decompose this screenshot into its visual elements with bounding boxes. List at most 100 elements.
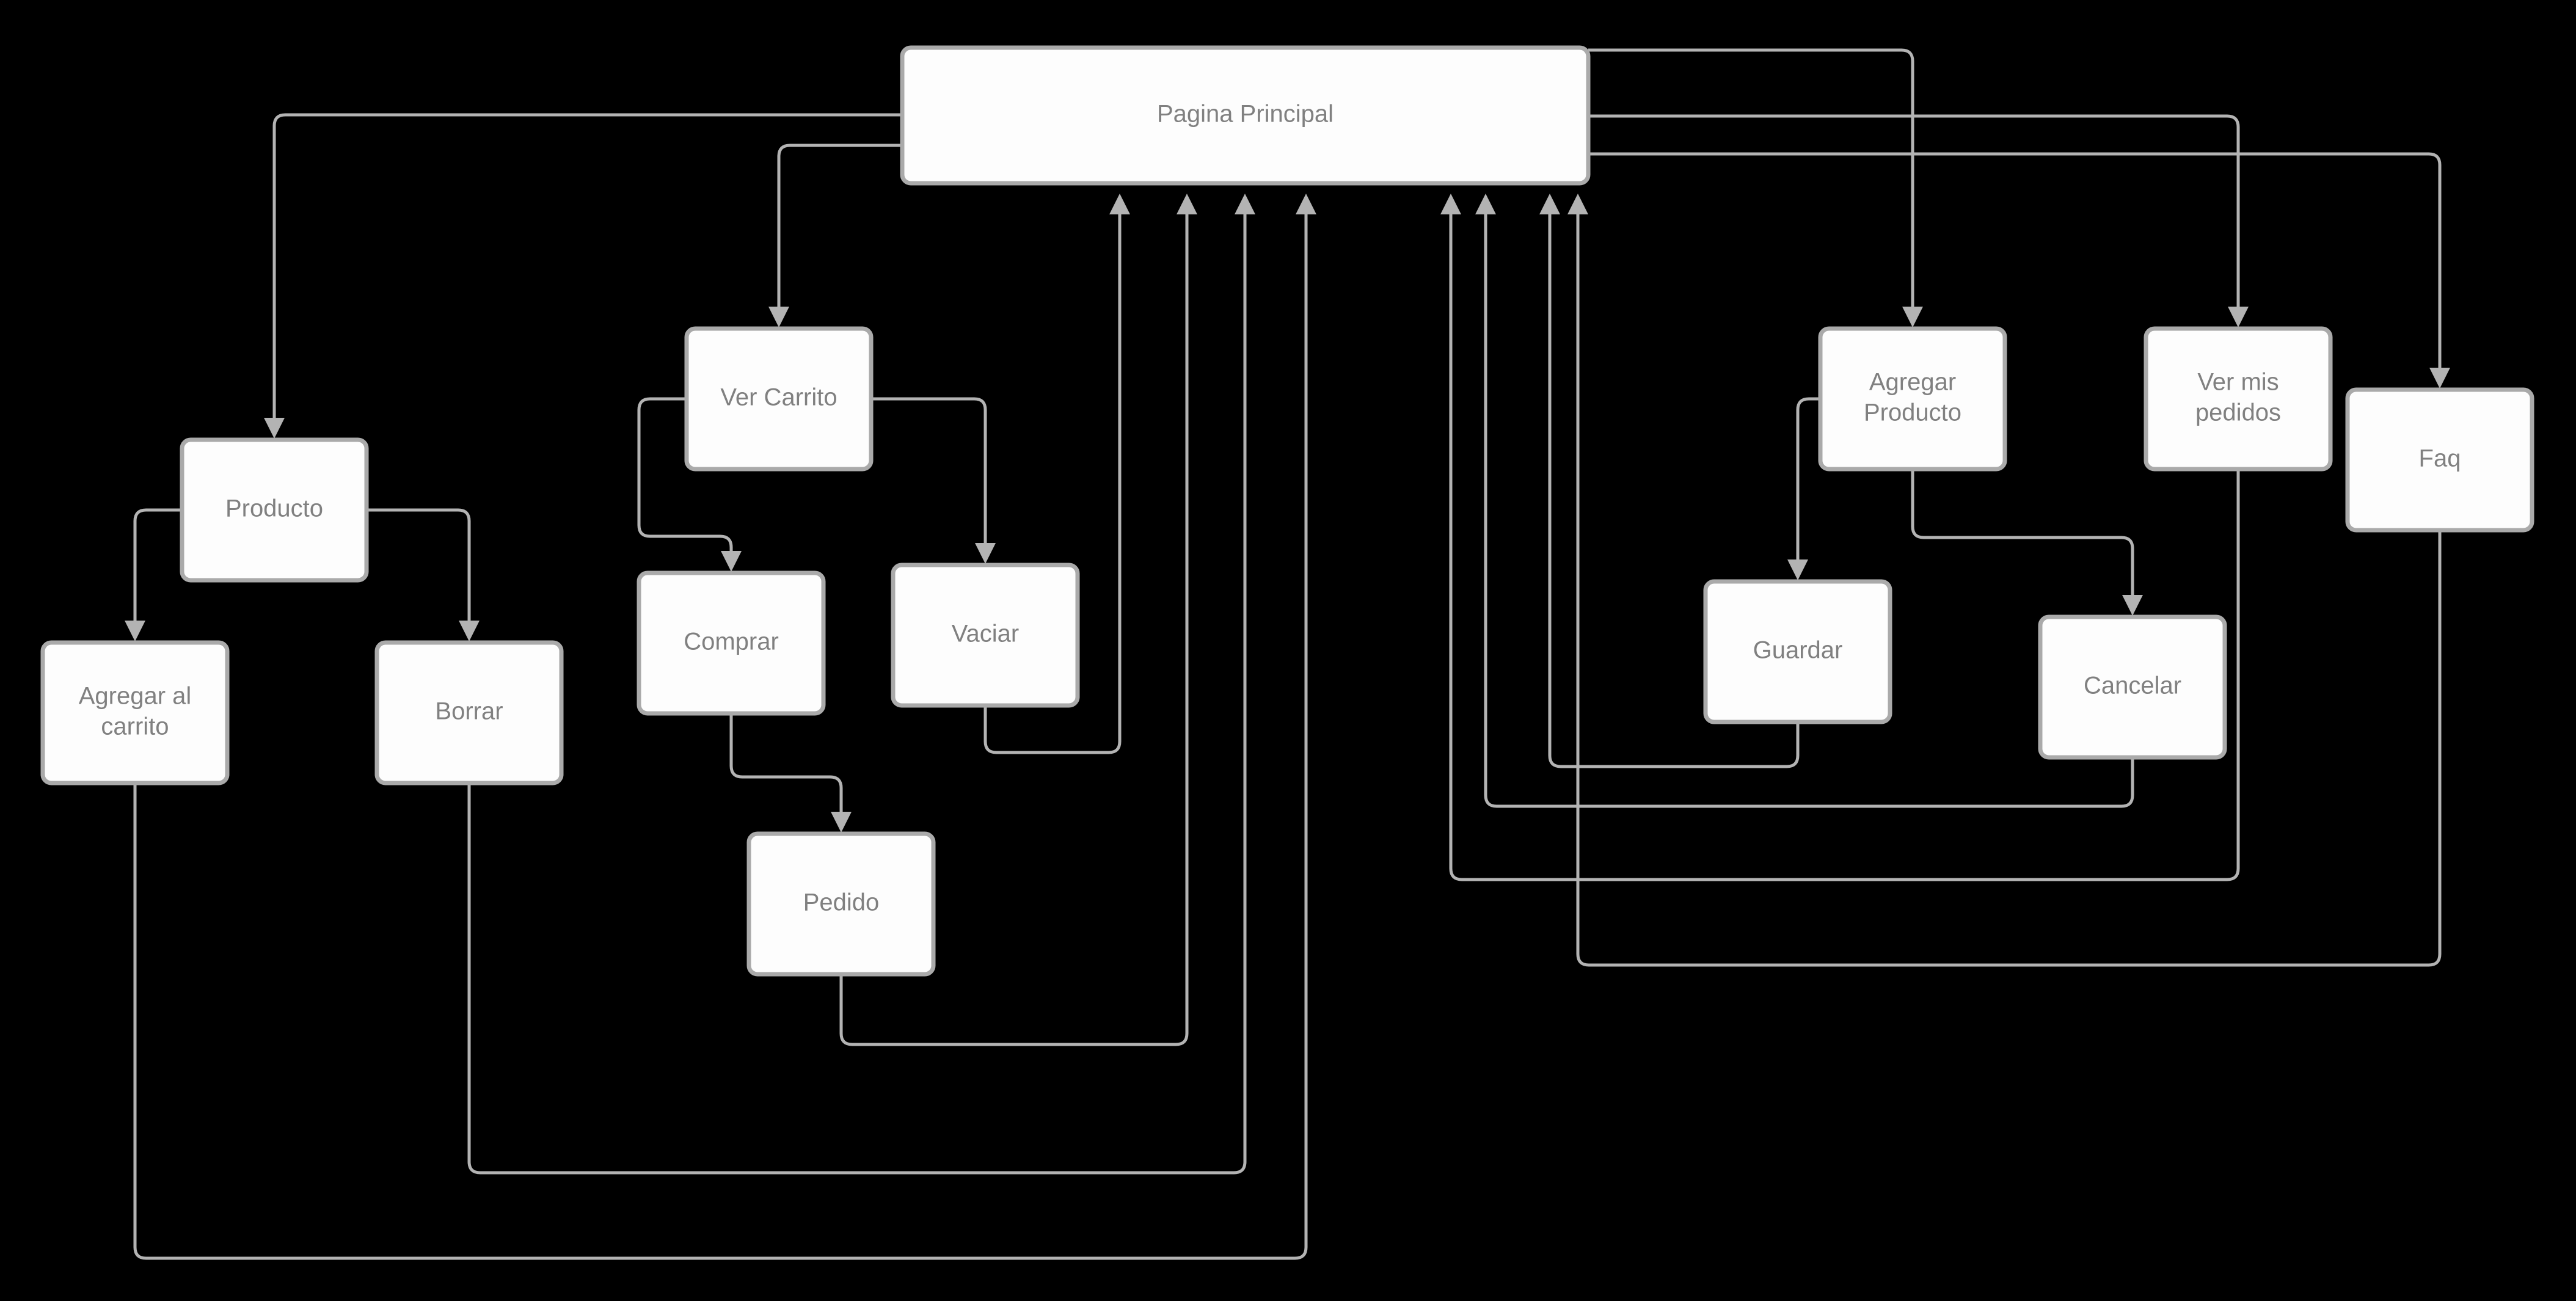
node-vaciar[interactable]: Vaciar [891,563,1080,708]
node-label: Ver Carrito [720,384,837,411]
edge-line [983,205,1122,754]
node-pagina-principal[interactable]: Pagina Principal [900,45,1591,186]
node-box[interactable] [746,831,936,977]
edge-e-pp-vercarrito [768,144,902,327]
node-label: carrito [101,713,169,740]
edge-e-pp-agregarproducto [1588,48,1923,327]
arrow-head-icon [1235,194,1255,214]
edge-line [1588,48,1914,316]
edge-line [1548,205,1800,768]
arrow-head-icon [975,543,996,564]
arrow-head-icon [1567,194,1588,214]
node-box[interactable] [900,45,1591,186]
edge-e-producto-borrar [367,508,480,641]
node-faq[interactable]: Faq [2345,387,2534,533]
node-box[interactable] [684,326,874,472]
edge-e-faq-pp [1567,194,2442,967]
edge-line [1588,152,2442,377]
arrow-head-icon [1539,194,1560,214]
node-label: Pagina Principal [1157,101,1334,128]
arrow-head-icon [1787,559,1808,580]
node-box[interactable] [374,640,564,785]
edge-line [1796,397,1820,569]
node-comprar[interactable]: Comprar [637,570,826,716]
arrow-head-icon [1296,194,1316,214]
node-box[interactable] [2144,326,2333,472]
edge-line [467,205,1247,1175]
node-label: Guardar [1753,637,1843,664]
arrow-head-icon [831,812,852,833]
arrow-head-icon [1109,194,1130,214]
arrow-head-icon [264,418,285,439]
edge-e-agregarproducto-guardar [1787,397,1820,580]
arrow-head-icon [1440,194,1461,214]
node-ver-mis-pedidos[interactable]: Ver mis pedidos [2144,326,2333,472]
node-label: Comprar [684,629,779,655]
node-box[interactable] [1818,326,2007,472]
node-label: Faq [2419,445,2461,472]
edge-line [637,397,733,561]
node-label: Vaciar [952,621,1019,647]
node-agregar-carrito[interactable]: Agregar al carrito [40,640,230,785]
edge-e-vercarrito-comprar [637,397,742,572]
arrow-head-icon [2122,595,2143,616]
edges-layer [125,48,2450,1260]
node-label: pedidos [2195,399,2281,426]
edge-e-guardar-pp [1539,194,1800,768]
edge-e-agregarproducto-cancelar [1911,469,2143,616]
edge-e-borrar-pp [467,194,1255,1175]
edge-line [367,508,471,630]
node-box[interactable] [2038,614,2227,760]
arrow-head-icon [1902,307,1923,327]
edge-e-comprar-pedido [729,713,852,833]
arrow-head-icon [768,307,789,327]
node-producto[interactable]: Producto [180,437,369,583]
edge-line [133,508,182,630]
node-label: Pedido [803,889,880,916]
edge-e-pp-vermispedidos [1588,114,2249,327]
edge-e-producto-agregarcarrito [125,508,182,641]
edge-line [871,397,987,553]
edge-e-vaciar-pp [983,194,1130,754]
edge-line [1484,205,2134,808]
edge-e-pedido-pp [839,194,1197,1046]
edge-line [133,205,1308,1260]
node-label: Producto [1864,399,1961,426]
arrow-head-icon [125,621,145,641]
node-label: Borrar [435,698,503,725]
node-label: Agregar al [79,683,192,710]
edge-e-vermispedidos-pp [1440,194,2240,881]
arrow-head-icon [2228,307,2249,327]
edge-line [1588,114,2240,316]
node-box[interactable] [180,437,369,583]
edge-line [272,113,902,428]
edge-line [729,713,843,822]
node-borrar[interactable]: Borrar [374,640,564,785]
edge-e-vercarrito-vaciar [871,397,996,564]
arrow-head-icon [1475,194,1496,214]
node-box[interactable] [1703,579,1892,724]
node-box[interactable] [637,570,826,716]
node-label: Agregar [1869,369,1956,396]
node-label: Ver mis [2197,369,2279,396]
node-label: Producto [225,495,323,522]
edge-line [1449,205,2240,881]
edge-line [1576,205,2442,967]
edge-line [839,205,1189,1046]
node-cancelar[interactable]: Cancelar [2038,614,2227,760]
edge-e-agregarcarrito-pp [133,194,1316,1260]
node-label: Cancelar [2084,672,2181,699]
edge-line [1911,469,2134,605]
arrow-head-icon [721,551,742,572]
node-ver-carrito[interactable]: Ver Carrito [684,326,874,472]
node-box[interactable] [891,563,1080,708]
node-box[interactable] [2345,387,2534,533]
arrow-head-icon [2429,368,2450,388]
node-pedido[interactable]: Pedido [746,831,936,977]
node-guardar[interactable]: Guardar [1703,579,1892,724]
node-box[interactable] [40,640,230,785]
